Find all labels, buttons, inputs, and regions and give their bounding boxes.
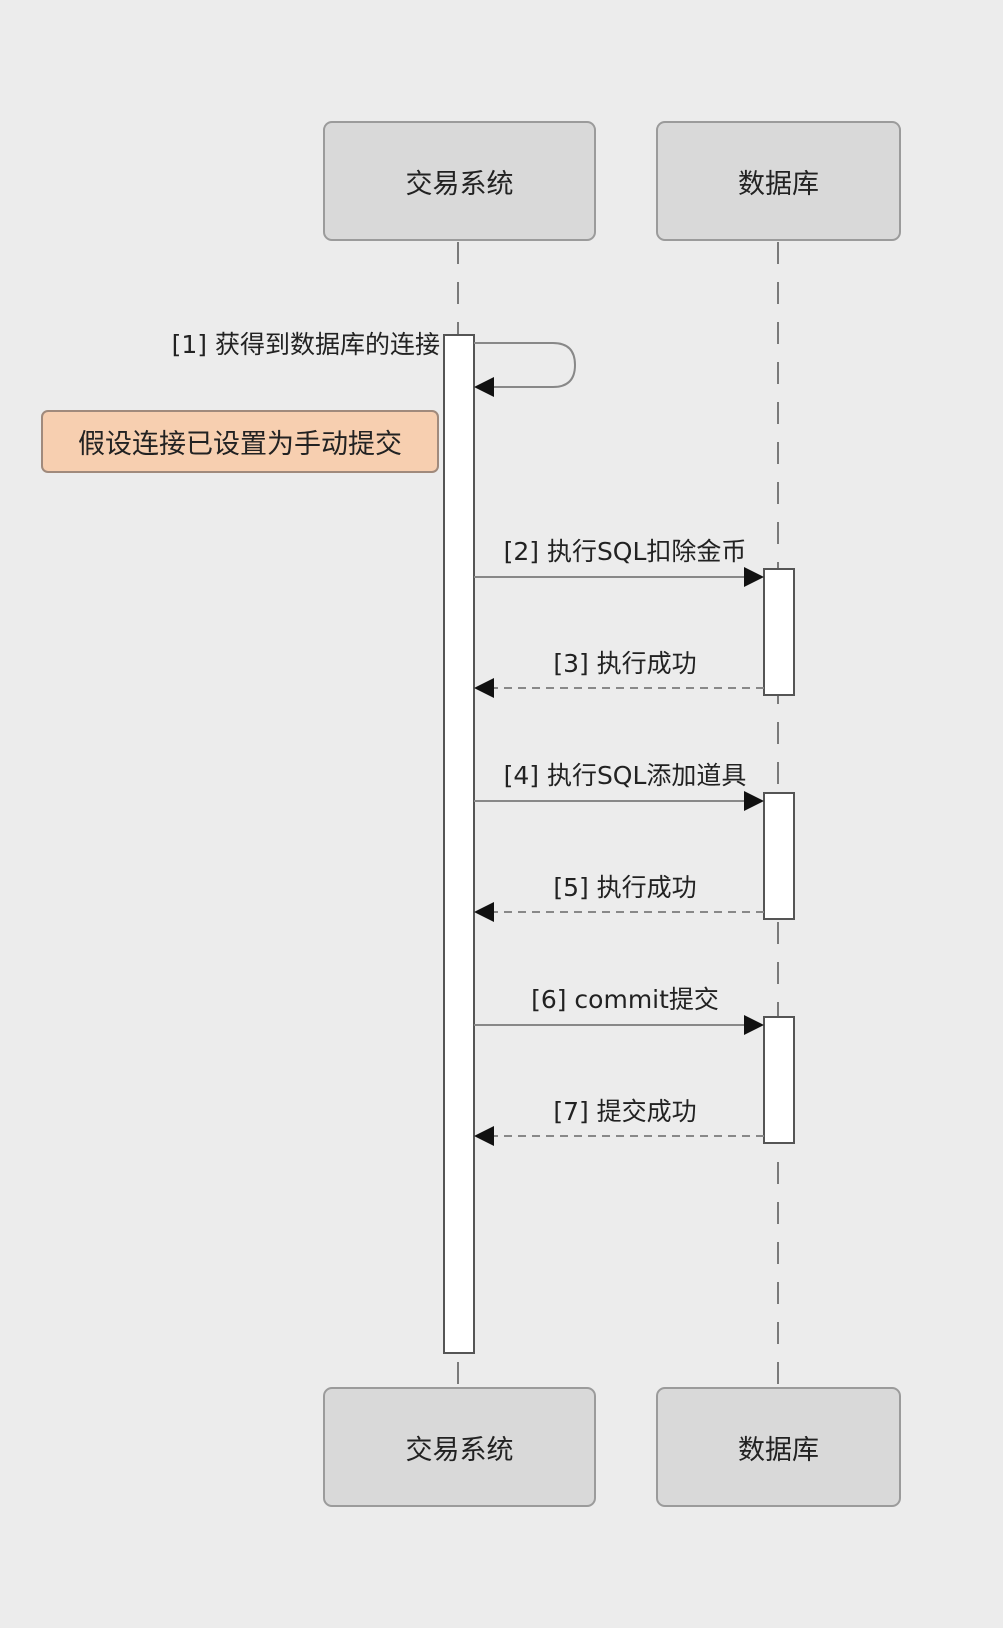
activation-trade-system bbox=[443, 334, 475, 1354]
participant-label: 数据库 bbox=[738, 1434, 819, 1466]
participant-database-bottom: 数据库 bbox=[656, 1387, 901, 1507]
note-text: 假设连接已设置为手动提交 bbox=[78, 429, 402, 460]
activation-database-3 bbox=[763, 1016, 795, 1144]
activation-database-1 bbox=[763, 568, 795, 696]
participant-database-top: 数据库 bbox=[656, 121, 901, 241]
participant-label: 交易系统 bbox=[405, 168, 514, 200]
participant-trade-system-top: 交易系统 bbox=[323, 121, 596, 241]
arrow-self-call bbox=[474, 342, 577, 397]
activation-database-2 bbox=[763, 792, 795, 920]
message-label-7: [7] 提交成功 bbox=[553, 1097, 697, 1126]
message-label-1: [1] 获得到数据库的连接 bbox=[171, 330, 440, 359]
participant-trade-system-bottom: 交易系统 bbox=[323, 1387, 596, 1507]
message-label-6: [6] commit提交 bbox=[531, 985, 719, 1014]
participant-label: 数据库 bbox=[738, 168, 819, 200]
message-label-2: [2] 执行SQL扣除金币 bbox=[503, 537, 747, 566]
participant-label: 交易系统 bbox=[405, 1434, 514, 1466]
message-label-3: [3] 执行成功 bbox=[553, 649, 697, 678]
message-label-5: [5] 执行成功 bbox=[553, 873, 697, 902]
note-manual-commit: 假设连接已设置为手动提交 bbox=[41, 410, 439, 473]
message-label-4: [4] 执行SQL添加道具 bbox=[503, 761, 747, 790]
